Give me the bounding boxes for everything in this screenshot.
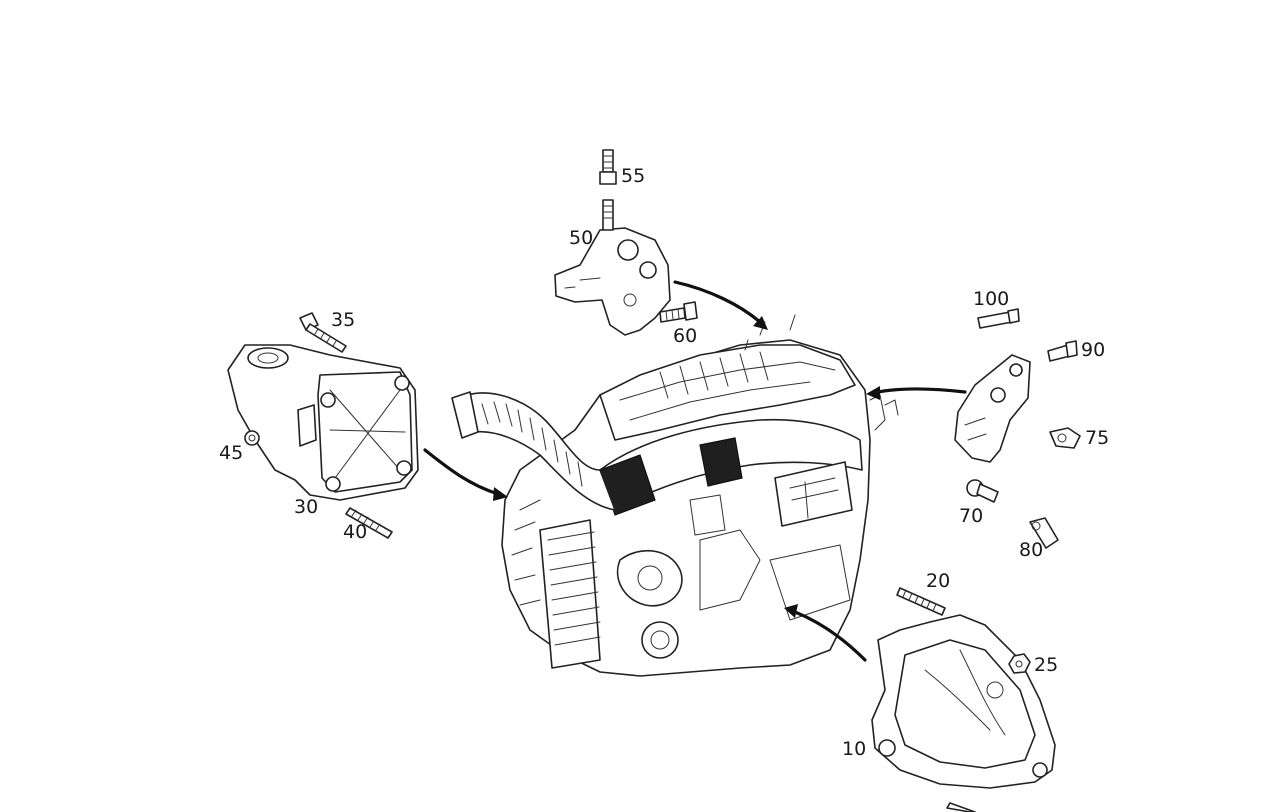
label-25: 25: [1034, 654, 1058, 676]
stud-40: [345, 507, 393, 539]
bolt-100: [977, 308, 1020, 329]
label-90: 90: [1081, 339, 1105, 361]
engine-assembly: [451, 314, 899, 677]
label-70: 70: [959, 505, 983, 527]
label-45: 45: [219, 442, 243, 464]
label-100: 100: [973, 288, 1009, 310]
stud-20: [896, 587, 946, 616]
label-20: 20: [926, 570, 950, 592]
label-75: 75: [1085, 427, 1109, 449]
bolt-90: [1047, 340, 1078, 362]
clip-75: [1049, 427, 1081, 449]
right-bracket: [954, 354, 1031, 463]
fastener-70: [966, 479, 999, 503]
stud-50: [602, 199, 614, 231]
label-55: 55: [621, 165, 645, 187]
fastener-80: [1029, 517, 1059, 549]
label-50: 50: [569, 227, 593, 249]
label-40: 40: [343, 521, 367, 543]
stud-bottom: [946, 802, 976, 812]
assembly-arrows: [423, 280, 967, 662]
label-35: 35: [331, 309, 355, 331]
label-30: 30: [294, 496, 318, 518]
label-60: 60: [673, 325, 697, 347]
bolt-60: [659, 301, 698, 323]
left-engine-mount-30: [227, 344, 419, 501]
nut-25: [1008, 653, 1031, 674]
label-80: 80: [1019, 539, 1043, 561]
lower-engine-mount-10: [871, 614, 1056, 789]
label-10: 10: [842, 738, 866, 760]
bolt-35: [299, 312, 347, 353]
bolt-55: [599, 149, 617, 185]
nut-45: [244, 430, 260, 446]
part-labels: 55 50 60 35 45 30 40 100 90 75 70 80 20 …: [219, 165, 1109, 760]
